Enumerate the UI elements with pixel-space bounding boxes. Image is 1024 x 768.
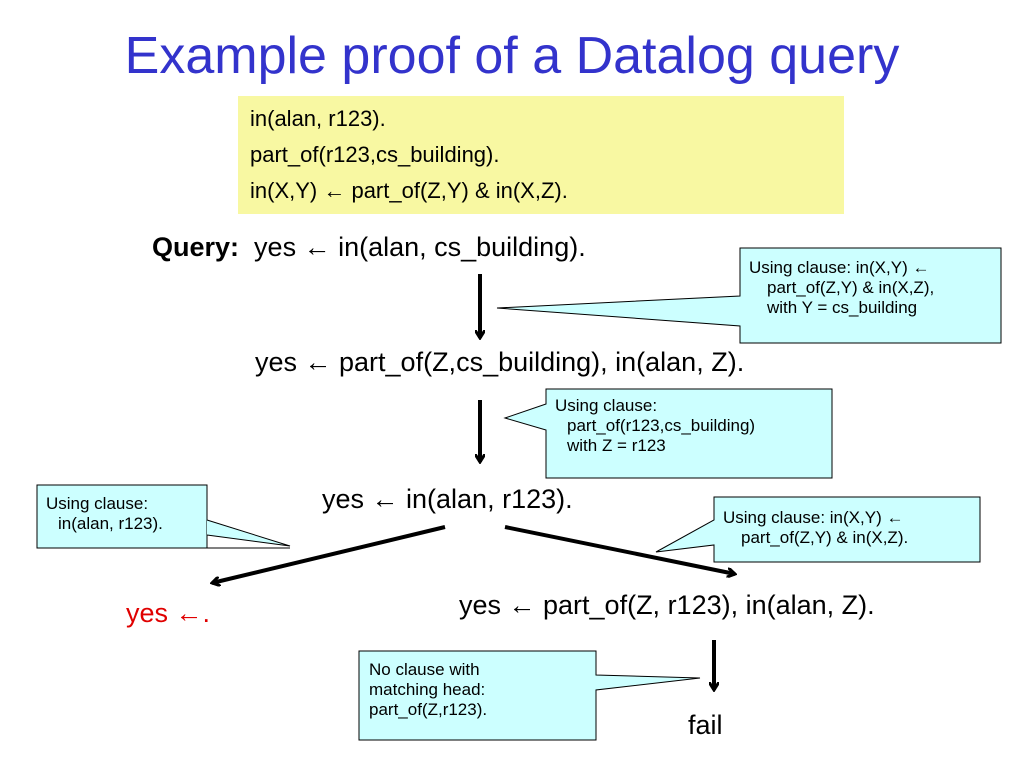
proof-arrow-success <box>212 525 446 583</box>
callout-2: Using clause: part_of(r123,cs_building) … <box>555 396 755 456</box>
kb-fact-part-of: part_of(r123,cs_building). <box>250 142 500 167</box>
query-line: Query: yes ← in(alan, cs_building). <box>152 232 586 263</box>
proof-success: yes ←. <box>126 598 211 628</box>
callout-5-line-1: No clause with <box>369 660 480 679</box>
callout-1-line-2: part_of(Z,Y) & in(X,Z), <box>767 278 935 297</box>
callout-3-shape <box>36 484 290 549</box>
kb-fact-in: in(alan, r123). <box>250 106 386 131</box>
proof-step-3: yes ← in(alan, r123). <box>322 484 573 514</box>
callout-1: Using clause: in(X,Y) ← part_of(Z,Y) & i… <box>749 258 934 318</box>
callout-3: Using clause: in(alan, r123). <box>46 494 163 534</box>
proof-fail: fail <box>688 710 723 740</box>
callout-4-line-1: Using clause: in(X,Y) ← <box>723 508 904 527</box>
knowledge-base-box: in(alan, r123). part_of(r123,cs_building… <box>238 96 844 214</box>
callout-5-line-3: part_of(Z,r123). <box>369 700 488 719</box>
slide-title: Example proof of a Datalog query <box>124 27 900 85</box>
callout-1-line-1: Using clause: in(X,Y) ← <box>749 258 930 277</box>
callout-5: No clause with matching head: part_of(Z,… <box>369 660 487 720</box>
callout-2-shape <box>503 388 833 479</box>
callout-1-line-3: with Y = cs_building <box>767 298 918 317</box>
callout-5-shape <box>358 650 701 741</box>
callout-1-shape <box>496 247 1002 344</box>
kb-rule-in: in(X,Y) ← part_of(Z,Y) & in(X,Z). <box>250 178 568 203</box>
query-label: Query: <box>152 232 240 262</box>
callout-3-line-2: in(alan, r123). <box>58 514 163 533</box>
callout-4-shape <box>655 496 981 563</box>
proof-step-2: yes ← part_of(Z,cs_building), in(alan, Z… <box>255 347 745 377</box>
callout-2-line-3: with Z = r123 <box>567 436 666 455</box>
callout-3-line-1: Using clause: <box>46 494 149 513</box>
callout-5-line-2: matching head: <box>369 680 486 699</box>
callout-3-pointer <box>206 519 291 547</box>
query-text: yes ← in(alan, cs_building). <box>254 232 586 262</box>
callout-4-line-2: part_of(Z,Y) & in(X,Z). <box>741 528 909 547</box>
proof-arrow-branch <box>504 525 735 574</box>
callout-2-line-2: part_of(r123,cs_building) <box>567 416 756 435</box>
callout-2-line-1: Using clause: <box>555 396 658 415</box>
proof-step-4: yes ← part_of(Z, r123), in(alan, Z). <box>459 590 875 620</box>
callout-4: Using clause: in(X,Y) ← part_of(Z,Y) & i… <box>723 508 908 548</box>
